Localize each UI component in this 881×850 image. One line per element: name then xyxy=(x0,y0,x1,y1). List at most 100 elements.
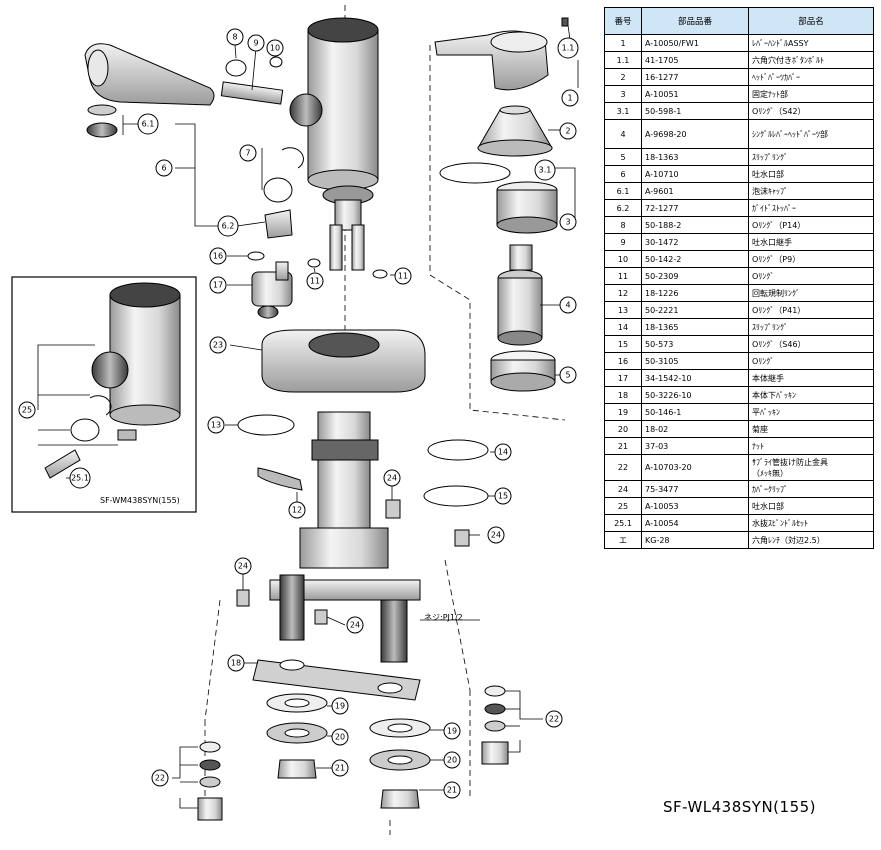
cell-name: 本体継手 xyxy=(748,369,874,387)
callout-7: 7 xyxy=(239,144,257,162)
callout-label: 3.1 xyxy=(539,166,552,175)
part-name: 吐水口部 xyxy=(752,169,784,179)
callout-3-1: 3.1 xyxy=(534,159,556,181)
callout-19: 19 xyxy=(443,722,461,740)
callout-label: 21 xyxy=(447,786,457,795)
fixing-nut-part-3 xyxy=(439,162,558,234)
cell-part-no: A-10051 xyxy=(641,85,749,103)
callout-25-1: 25.1 xyxy=(69,467,91,489)
inset-variant-box xyxy=(11,276,197,513)
cell-no: 19 xyxy=(604,403,642,421)
cell-name: ｽﾘｯﾌﾟﾘﾝｸﾞ xyxy=(748,148,874,166)
cell-no: 4 xyxy=(604,119,642,149)
cell-name: Oﾘﾝｸﾞ（P9） xyxy=(748,250,874,268)
cell-name: 六角ﾚﾝﾁ（対辺2.5） xyxy=(748,531,874,549)
callout-label: 6 xyxy=(161,164,166,173)
cell-name: Oﾘﾝｸﾞ xyxy=(748,352,874,370)
cell-part-no: 50-3226-10 xyxy=(641,386,749,404)
cell-no: 12 xyxy=(604,284,642,302)
callout-25: 25 xyxy=(18,401,36,419)
callout-layer: 11.1233.14566.16.27891011111213141516171… xyxy=(18,28,579,799)
cell-no: 6.2 xyxy=(604,199,642,217)
part-name: Oﾘﾝｸﾞ xyxy=(752,271,775,281)
cover-clips-part-24 xyxy=(236,499,470,625)
cell-part-no: 75-3477 xyxy=(641,480,749,498)
cell-part-no: A-10710 xyxy=(641,165,749,183)
callout-label: 11 xyxy=(398,272,408,281)
callout-11: 11 xyxy=(306,272,324,290)
callout-label: 2 xyxy=(565,127,570,136)
callout-label: 24 xyxy=(387,474,397,483)
part-name: 菊座 xyxy=(752,424,768,434)
cell-no: 20 xyxy=(604,420,642,438)
cell-no: 17 xyxy=(604,369,642,387)
callout-16: 16 xyxy=(209,247,227,265)
cell-no: 10 xyxy=(604,250,642,268)
cell-name: 本体下ﾊﾟｯｷﾝ xyxy=(748,386,874,404)
lever-handle-part-1 xyxy=(434,17,569,91)
callout-6-2: 6.2 xyxy=(217,215,239,237)
callout-label: 10 xyxy=(270,44,280,53)
cell-no: 15 xyxy=(604,335,642,353)
cartridge-part-4 xyxy=(497,244,543,346)
callout-12: 12 xyxy=(288,501,306,519)
cell-name: Oﾘﾝｸﾞ xyxy=(748,267,874,285)
cell-name: ｽﾘｯﾌﾟﾘﾝｸﾞ xyxy=(748,318,874,336)
part-name: 回転規制ﾘﾝｸﾞ xyxy=(752,288,800,298)
callout-label: 25.1 xyxy=(71,474,89,483)
cell-name: ｶﾞｲﾄﾞｽﾄｯﾊﾟｰ xyxy=(748,199,874,217)
part-name: ｶﾞｲﾄﾞｽﾄｯﾊﾟｰ xyxy=(752,203,796,213)
callout-label: 21 xyxy=(335,764,345,773)
callout-label: 19 xyxy=(447,727,457,736)
callout-label: 7 xyxy=(245,149,250,158)
cell-part-no: A-10050/FW1 xyxy=(641,34,749,52)
cell-name: ﾍｯﾄﾞﾊﾟｰﾂｶﾊﾞｰ xyxy=(748,68,874,86)
cell-part-no: 18-1226 xyxy=(641,284,749,302)
callout-label: 11 xyxy=(310,277,320,286)
part-name: Oﾘﾝｸﾞ（P41） xyxy=(752,305,806,315)
callout-15: 15 xyxy=(494,487,512,505)
cell-no: 11 xyxy=(604,267,642,285)
callout-3: 3 xyxy=(559,213,577,231)
part-name: ｻﾌﾞﾗｲ管抜け防止金具 xyxy=(752,457,828,467)
cell-name: ｶﾊﾞｰｸﾘｯﾌﾟ xyxy=(748,480,874,498)
cell-no: エ xyxy=(604,531,642,549)
part-name: Oﾘﾝｸﾞ xyxy=(752,356,775,366)
callout-24: 24 xyxy=(383,469,401,487)
cell-part-no: 18-1363 xyxy=(641,148,749,166)
cell-part-no: 50-598-1 xyxy=(641,102,749,120)
header-part-no: 部品品番 xyxy=(641,7,749,35)
callout-24: 24 xyxy=(487,526,505,544)
callout-label: 20 xyxy=(335,733,345,742)
cell-part-no: 18-02 xyxy=(641,420,749,438)
callout-label: 13 xyxy=(211,421,221,430)
cell-part-no: 41-1705 xyxy=(641,51,749,69)
callout-label: 6.2 xyxy=(222,222,235,231)
callout-1-1: 1.1 xyxy=(557,37,579,59)
part-name: 本体継手 xyxy=(752,373,784,383)
part-name: ｽﾘｯﾌﾟﾘﾝｸﾞ xyxy=(752,152,788,162)
part-name: Oﾘﾝｸﾞ（P14） xyxy=(752,220,806,230)
part-name: 水抜ｽﾋﾟﾝﾄﾞﾙｾｯﾄ xyxy=(752,518,808,528)
cell-part-no: A-10053 xyxy=(641,497,749,515)
callout-6: 6 xyxy=(155,159,173,177)
callout-22: 22 xyxy=(545,710,563,728)
cell-no: 1 xyxy=(604,34,642,52)
part-name: 吐水口部 xyxy=(752,501,784,511)
cell-name: 固定ﾅｯﾄ部 xyxy=(748,85,874,103)
